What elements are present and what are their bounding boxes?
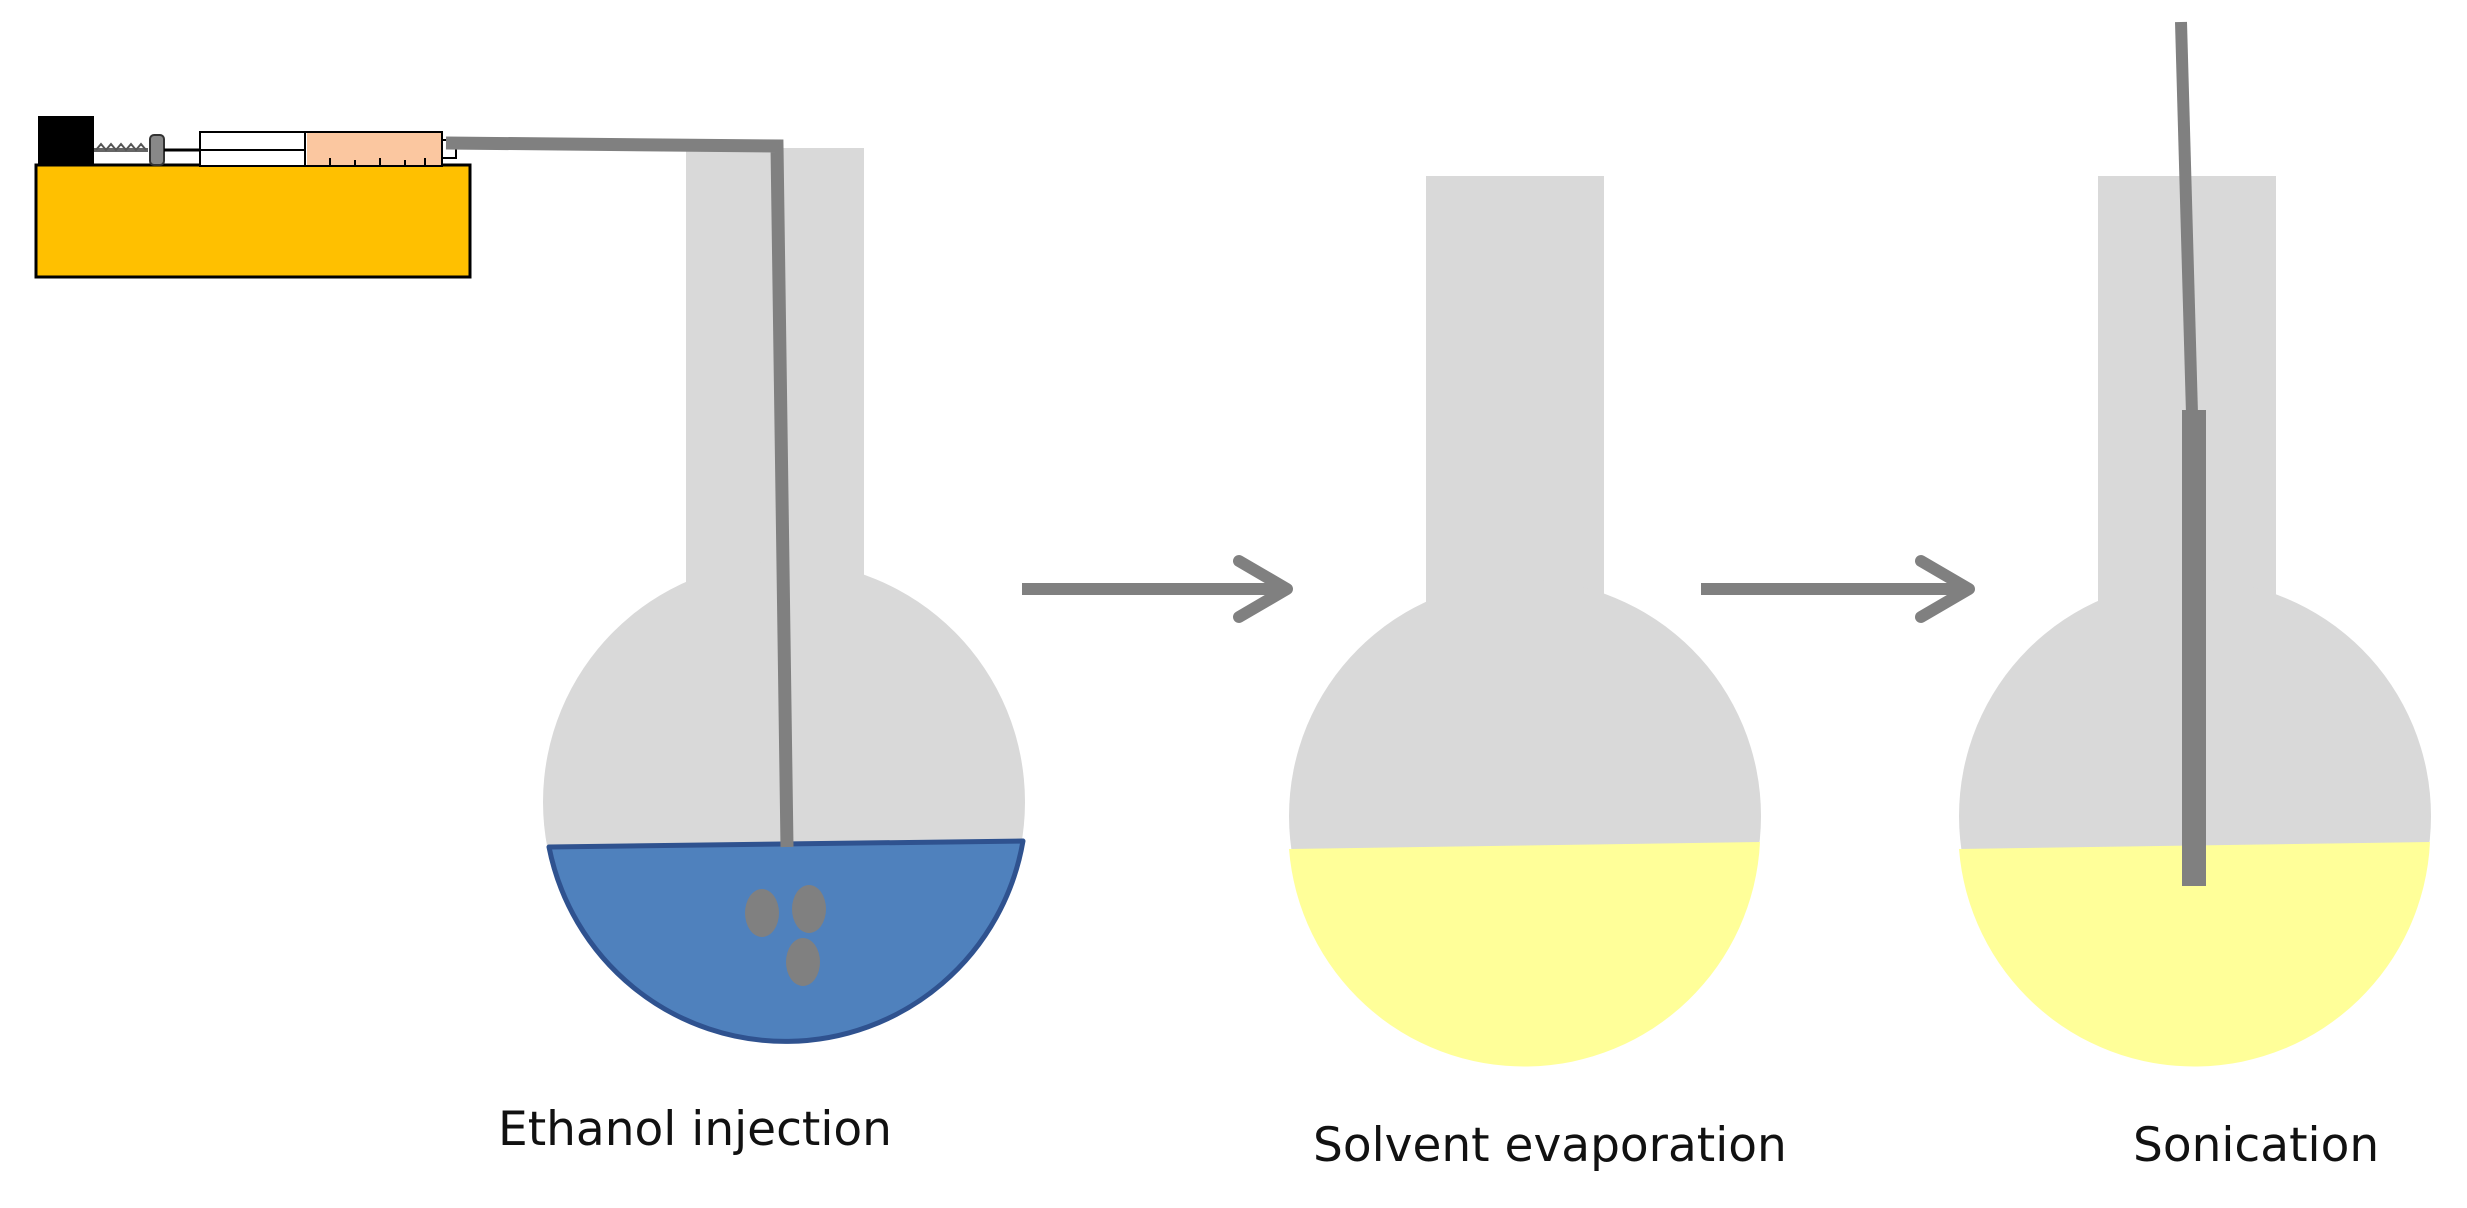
step-label-ethanol-injection: Ethanol injection <box>498 1102 892 1157</box>
probe-tip <box>2182 410 2206 886</box>
syringe-pump-icon <box>34 116 472 279</box>
pump-motor <box>38 116 94 166</box>
syringe-graduations <box>329 158 426 166</box>
droplet <box>786 938 820 986</box>
screw-thread <box>95 142 147 152</box>
probe-shaft <box>2175 21 2198 415</box>
flow-arrow-icon <box>1022 555 1293 623</box>
lipid-suspension-2 <box>1289 842 1760 1067</box>
flask-2-neck <box>1426 176 1604 636</box>
droplet <box>792 885 826 933</box>
flow-arrow-icon <box>1701 555 1975 623</box>
sonicator-probe-icon <box>2175 21 2206 886</box>
lipid-suspension-3 <box>1959 842 2430 1067</box>
syringe-fluid <box>307 133 441 165</box>
plunger-knob <box>149 134 165 166</box>
step-label-sonication: Sonication <box>2133 1118 2380 1173</box>
droplet <box>745 889 779 937</box>
aqueous-phase <box>546 838 1026 1044</box>
step-label-solvent-evaporation: Solvent evaporation <box>1313 1118 1787 1173</box>
round-bottom-flask-icon <box>543 148 1026 1044</box>
injection-tube <box>445 136 794 848</box>
pump-body <box>34 163 472 279</box>
round-bottom-flask-icon <box>1289 176 1761 1067</box>
